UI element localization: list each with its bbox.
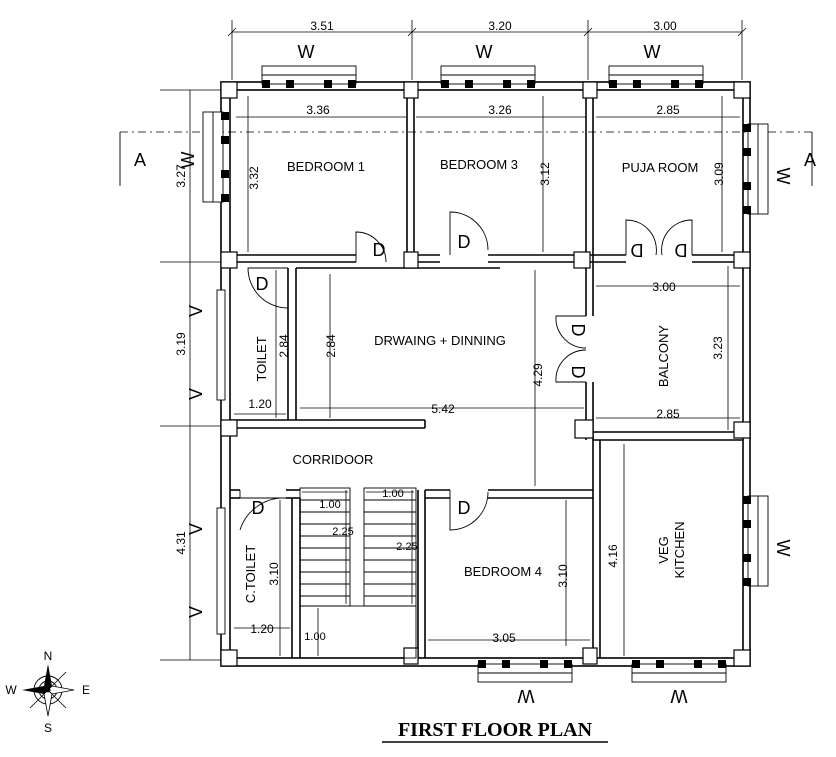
dim-bedroom4-width: 3.05 [492,631,516,645]
door-symbol-bedroom4: D [458,498,471,518]
section-marker-left: A [134,150,146,170]
dim-stair1-width: 1.00 [319,499,340,511]
dim-drawing-height: 2.84 [324,334,338,358]
window-symbol-left: W [178,152,198,169]
dim-top-3: 3.00 [653,19,677,33]
compass-south: S [44,721,52,735]
window-symbol-bottom-1: W [518,686,535,706]
door-symbol-balcony-1: D [568,324,588,337]
room-kitchen-line2: KITCHEN [672,521,687,578]
dim-toilet-height: 2.84 [277,334,291,358]
door-symbol-puja-1: D [631,240,644,260]
vent-symbol-1: V [186,305,206,317]
room-c-toilet: C.TOILET [243,545,258,603]
vent-symbol-4: V [186,606,206,618]
dim-balcony-height: 3.23 [711,336,725,360]
door-symbol-toilet: D [256,274,269,294]
dim-puja-height: 3.09 [712,162,726,186]
room-puja: PUJA ROOM [622,160,699,175]
dim-bedroom3-width: 3.26 [488,103,512,117]
dim-stair2-width: 1.00 [382,488,403,500]
vent-symbol-3: V [186,523,206,535]
dim-left-3: 4.31 [174,531,188,555]
staircase [299,487,417,659]
section-line [119,131,813,186]
columns [220,81,751,667]
door-symbol-bedroom3: D [458,232,471,252]
room-bedroom-4: BEDROOM 4 [464,564,542,579]
section-marker-right: A [804,150,816,170]
dim-top-2: 3.20 [488,19,512,33]
window-symbol-bottom-2: W [671,686,688,706]
dim-balcony-bottom: 2.85 [656,407,680,421]
room-bedroom-1: BEDROOM 1 [287,159,365,174]
inner-dimension-lines [234,96,740,656]
overall-dimensions [160,20,747,661]
door-symbol-ctoilet: D [252,498,265,518]
door-symbol-puja-2: D [675,240,688,260]
plan-title: FIRST FLOOR PLAN [398,719,593,741]
compass-rose-icon [22,664,75,717]
dim-bedroom4-height: 3.10 [556,564,570,588]
dim-top-1: 3.51 [310,19,334,33]
dim-bedroom3-height: 3.12 [538,162,552,186]
door-symbol-bedroom1: D [373,240,386,260]
room-drawing-dining: DRWAING + DINNING [374,333,506,348]
compass-north: N [44,649,53,663]
vent-symbol-2: V [186,388,206,400]
door-symbol-balcony-2: D [568,366,588,379]
window-symbol-right-1: W [773,168,793,185]
dim-landing: 1.00 [304,631,325,643]
room-toilet: TOILET [254,336,269,381]
dim-ctoilet-width: 1.20 [250,622,274,636]
compass-east: E [82,683,90,697]
windows [202,65,769,683]
dim-drawing-width: 5.42 [431,402,455,416]
window-symbol-top-3: W [644,42,661,62]
door-swings [239,211,693,531]
dim-left-2: 3.19 [174,332,188,356]
dim-left-1: 3.27 [174,164,188,188]
window-piers [221,80,751,668]
room-corridor: CORRIDOOR [293,452,374,467]
window-symbol-top-2: W [476,42,493,62]
window-symbol-top-1: W [298,42,315,62]
dim-ctoilet-height: 3.10 [267,562,281,586]
room-balcony: BALCONY [656,325,671,387]
dim-bedroom1-width: 3.36 [306,103,330,117]
dim-bedroom1-height: 3.32 [247,166,261,190]
dim-stair2-height: 2.25 [396,541,417,553]
dim-kitchen-height: 4.16 [606,544,620,568]
room-bedroom-3: BEDROOM 3 [440,157,518,172]
dim-puja-width: 2.85 [656,103,680,117]
room-kitchen-line1: VEG [656,536,671,563]
compass-west: W [5,683,17,697]
dim-toilet-width: 1.20 [248,397,272,411]
dim-balcony-top: 3.00 [652,280,676,294]
dim-stair1-height: 2.25 [332,526,353,538]
dim-drawing-vertical: 4.29 [531,363,545,387]
window-symbol-right-2: W [773,540,793,557]
